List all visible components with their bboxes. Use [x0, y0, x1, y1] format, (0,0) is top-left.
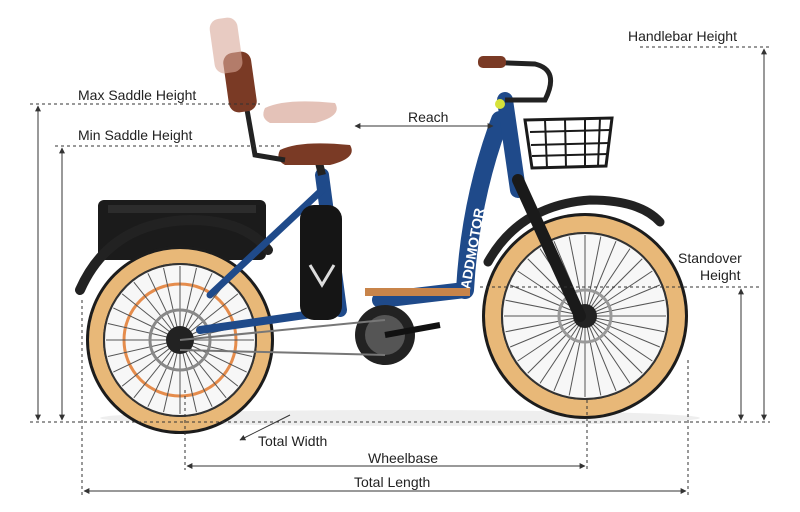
- rear-cargo-box: [98, 200, 266, 260]
- wheel-spoke: [527, 315, 586, 374]
- wheel-spoke: [584, 315, 617, 392]
- front-fork: [512, 174, 586, 322]
- battery-pack: [300, 205, 342, 320]
- battery-logo: [308, 264, 336, 288]
- min-saddle-height-label: Min Saddle Height: [78, 127, 193, 143]
- footboard: [365, 288, 470, 296]
- reach-label: Reach: [408, 109, 449, 125]
- wheelbase-label: Wheelbase: [368, 450, 439, 466]
- backrest-pad-ghost: [209, 17, 243, 74]
- wheel-spoke: [505, 315, 586, 333]
- wheel-spoke: [584, 236, 602, 317]
- dimension-lines: [30, 46, 770, 495]
- total-width-label: Total Width: [258, 433, 328, 449]
- wheel-spoke: [584, 299, 665, 317]
- front-basket: [523, 116, 614, 170]
- standover-height-label-line1: Standover: [678, 250, 742, 266]
- wheel-spoke: [584, 240, 617, 317]
- wheel-spoke: [584, 284, 661, 317]
- wheel-spoke: [568, 315, 586, 396]
- standover-height-label-line2: Height: [700, 267, 741, 283]
- saddle-max-ghost: [263, 101, 337, 123]
- max-saddle-height-label: Max Saddle Height: [78, 87, 197, 103]
- saddle-min: [278, 143, 352, 165]
- wheel-spoke: [505, 299, 586, 317]
- wheel-spoke: [584, 315, 661, 348]
- wheel-spoke: [584, 270, 653, 317]
- wheel-spoke: [584, 315, 631, 384]
- total-length-label: Total Length: [354, 474, 431, 490]
- ground-shadow: [100, 410, 700, 426]
- wheel-spoke: [517, 315, 586, 362]
- wheel-spoke: [584, 248, 631, 317]
- wheel-spoke: [509, 315, 586, 348]
- wheel-spoke: [584, 315, 653, 362]
- crankset: [355, 305, 441, 365]
- wheel-spoke: [584, 315, 665, 333]
- handlebar: [478, 56, 554, 109]
- rear-fender: [75, 214, 273, 295]
- handlebar-height-label: Handlebar Height: [628, 28, 737, 44]
- wheel-spoke: [568, 236, 586, 317]
- chain: [179, 319, 386, 356]
- wheel-spoke: [584, 315, 602, 396]
- front-fender: [483, 195, 665, 267]
- wheel-spoke: [553, 315, 586, 392]
- wheel-spoke: [539, 315, 586, 384]
- wheel-spoke: [584, 315, 643, 374]
